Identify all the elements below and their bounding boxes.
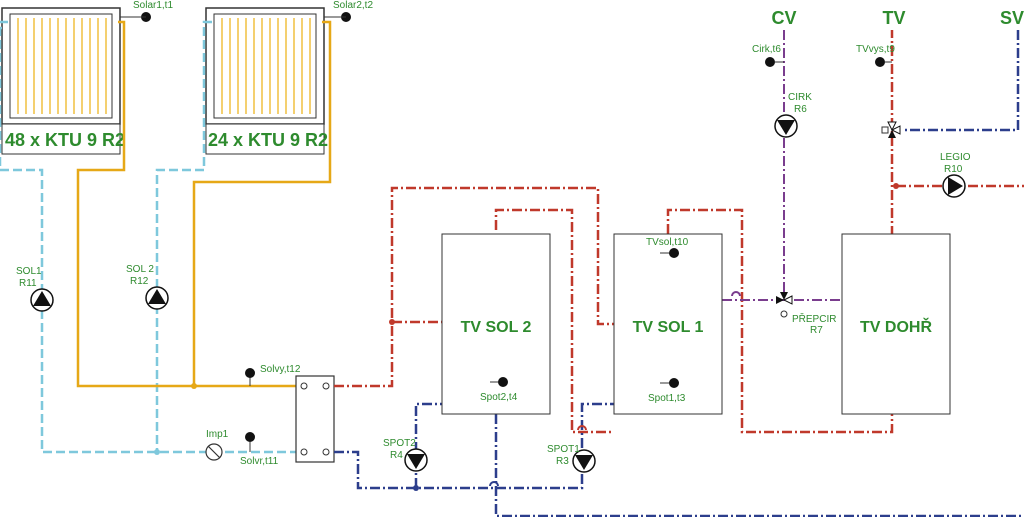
collector-1 <box>1 7 121 155</box>
solar1-sensor-label: Solar1,t1 <box>133 0 173 11</box>
header-sv: SV <box>1000 8 1024 28</box>
cirk-pump[interactable] <box>774 114 798 138</box>
tvvys-sensor-dot <box>875 57 885 67</box>
spot1-sensor-dot <box>669 378 679 388</box>
imp1-flowmeter <box>205 443 223 461</box>
sol2-relay: R12 <box>130 276 149 287</box>
sol2-pump[interactable] <box>145 286 169 310</box>
cirk-sensor-label: Cirk,t6 <box>752 44 781 55</box>
tvsol-sensor-label: TVsol,t10 <box>646 237 689 248</box>
collector-2 <box>205 7 325 155</box>
sol1-pump[interactable] <box>30 288 54 312</box>
tank-tv-sol2-label: TV SOL 2 <box>461 319 532 336</box>
solar-loop-pipes <box>0 20 332 454</box>
prepcir-valve[interactable] <box>776 292 793 318</box>
spot1-sensor-label: Spot1,t3 <box>648 393 686 404</box>
sol2-label: SOL 2 <box>126 264 154 275</box>
solvr-sensor-label: Solvr,t11 <box>240 456 279 467</box>
tank-tv-dohr-label: TV DOHŘ <box>860 317 932 336</box>
cirk-relay: R6 <box>794 104 807 115</box>
prepcir-relay: R7 <box>810 325 823 336</box>
sol1-label: SOL1 <box>16 266 42 277</box>
header-cv: CV <box>771 8 796 28</box>
mixing-valve[interactable] <box>881 121 901 138</box>
solar2-sensor-label: Solar2,t2 <box>333 0 373 11</box>
solvr-sensor-dot <box>245 432 255 442</box>
spot1-relay: R3 <box>556 456 569 467</box>
legio-relay: R10 <box>944 164 963 175</box>
tank-tv-sol1 <box>613 233 723 415</box>
legio-label: LEGIO <box>940 152 971 163</box>
heat-exchanger <box>295 375 335 463</box>
tank-tv-sol2 <box>441 233 551 415</box>
prepcir-label: PŘEPCIR <box>792 312 836 325</box>
tank-tv-dohr <box>841 233 951 415</box>
spot1-label: SPOT1 <box>547 444 580 455</box>
tank-tv-sol1-label: TV SOL 1 <box>633 319 704 336</box>
solvy-sensor-dot <box>245 368 255 378</box>
spot2-pump[interactable] <box>404 448 428 472</box>
legio-pump[interactable] <box>942 174 966 198</box>
spot1-pump[interactable] <box>572 449 596 473</box>
header-tv: TV <box>882 8 905 28</box>
circulation-pipes <box>722 30 842 301</box>
spot2-label: SPOT2 <box>383 438 416 449</box>
sol1-relay: R11 <box>19 278 37 289</box>
imp1-label: Imp1 <box>206 429 229 440</box>
cirk-sensor-dot <box>765 57 775 67</box>
tvsol-sensor-dot <box>669 248 679 258</box>
solvy-sensor-label: Solvy,t12 <box>260 364 301 375</box>
collector-2-label: 24 x KTU 9 R2 <box>208 130 328 150</box>
spot2-sensor-label: Spot2,t4 <box>480 392 518 403</box>
collector-1-label: 48 x KTU 9 R2 <box>5 130 125 150</box>
tvvys-sensor-label: TVvys,t9 <box>856 44 895 55</box>
cirk-label: CIRK <box>788 92 812 103</box>
spot2-sensor-dot <box>498 377 508 387</box>
spot2-relay: R4 <box>390 450 403 461</box>
